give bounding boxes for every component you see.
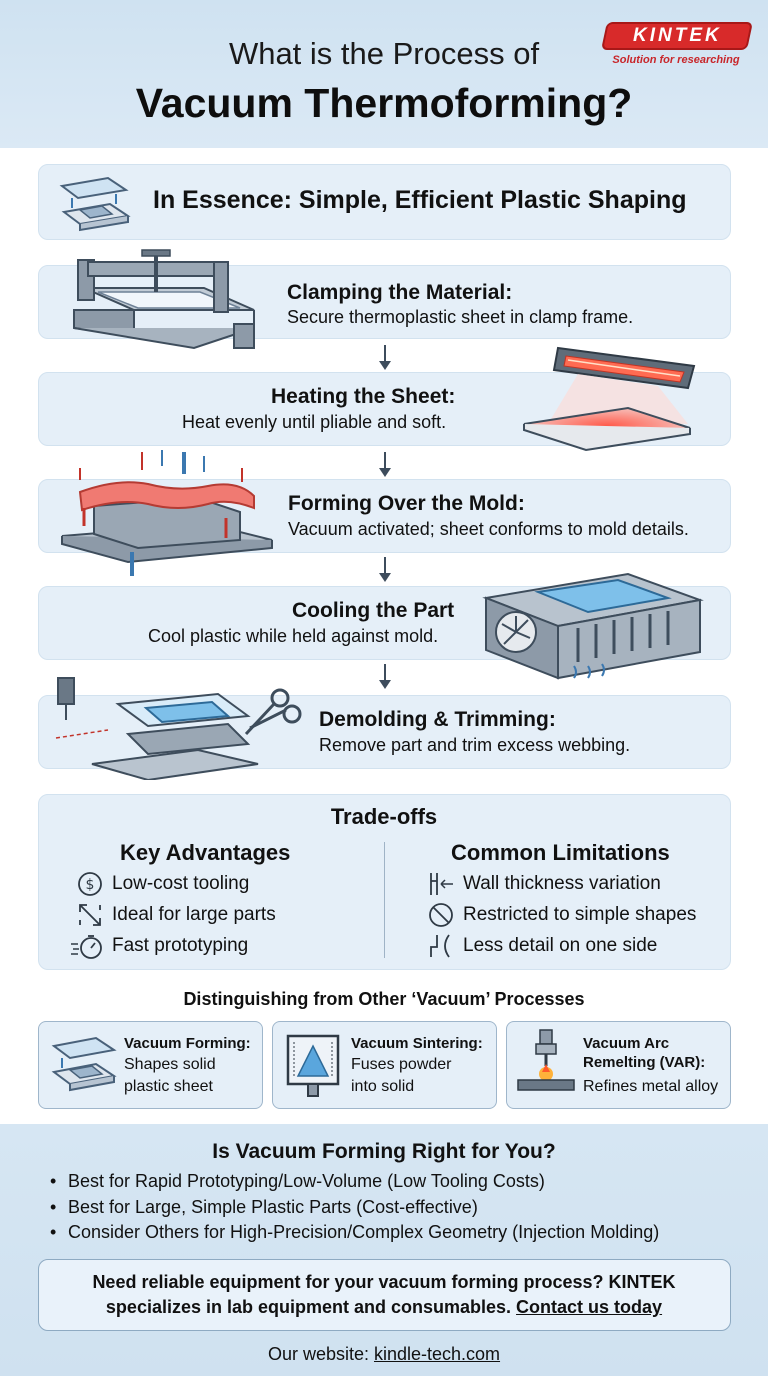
fit-bullet: Best for Rapid Prototyping/Low-Volume (L… xyxy=(50,1171,545,1192)
distinguishing-title: Distinguishing from Other ‘Vacuum’ Proce… xyxy=(183,989,585,1009)
advantage-item: Ideal for large parts xyxy=(112,904,276,925)
arrow-down-icon xyxy=(379,557,391,582)
limitation-item: Less detail on one side xyxy=(463,935,658,956)
wall-thickness-icon xyxy=(430,873,453,895)
page-title-line1: What is the Process of xyxy=(228,36,540,71)
trimming-icon xyxy=(55,677,302,780)
step-4-desc: Cool plastic while held against mold. xyxy=(148,626,439,646)
stopwatch-icon xyxy=(71,935,102,959)
dollar-icon: $ xyxy=(78,872,102,896)
fit-bullet-text: Best for Rapid Prototyping/Low-Volume (L… xyxy=(68,1171,545,1191)
vacuum-forming-desc-2: plastic sheet xyxy=(124,1078,213,1095)
step-1-desc: Secure thermoplastic sheet in clamp fram… xyxy=(287,307,634,327)
vacuum-forming-desc-1: Shapes solid xyxy=(124,1056,216,1073)
website-link[interactable]: kindle-tech.com xyxy=(373,1344,501,1364)
limitation-item: Wall thickness variation xyxy=(463,873,661,894)
step-5-desc: Remove part and trim excess webbing. xyxy=(319,735,631,755)
logo-text: KINTEK xyxy=(632,25,722,46)
bottom-section xyxy=(0,1124,768,1376)
vacuum-sintering-desc-2: into solid xyxy=(351,1078,415,1095)
website-line: Our website: kindle-tech.com xyxy=(0,1344,768,1365)
cta-text: Need reliable equipment for your vacuum … xyxy=(50,1270,718,1320)
tradeoffs-divider xyxy=(384,842,385,958)
vacuum-forming-card xyxy=(38,1021,263,1109)
arrow-down-icon xyxy=(379,452,391,477)
fit-bullet: Best for Large, Simple Plastic Parts (Co… xyxy=(50,1197,478,1218)
vacuum-sintering-desc-1: Fuses powder xyxy=(351,1056,452,1073)
cta-line1: Need reliable equipment for your vacuum … xyxy=(92,1272,676,1292)
vacuum-forming-title: Vacuum Forming: xyxy=(124,1035,251,1052)
step-2-title: Heating the Sheet: xyxy=(271,385,456,408)
essence-heading: In Essence: Simple, Efficient Plastic Sh… xyxy=(153,186,687,214)
fit-bullet: Consider Others for High-Precision/Compl… xyxy=(50,1222,659,1243)
var-desc: Refines metal alloy xyxy=(583,1078,719,1095)
limitations-title: Common Limitations xyxy=(451,840,670,865)
advantages-title: Key Advantages xyxy=(120,840,291,865)
fit-title: Is Vacuum Forming Right for You? xyxy=(212,1140,556,1163)
advantage-item: Fast prototyping xyxy=(112,935,249,956)
fit-bullet-text: Consider Others for High-Precision/Compl… xyxy=(68,1222,660,1242)
prohibited-icon xyxy=(429,903,453,927)
one-side-detail-icon xyxy=(430,934,450,958)
cooling-fan-icon xyxy=(482,572,704,680)
vacuum-mold-icon xyxy=(61,450,273,576)
contact-link[interactable]: Contact us today xyxy=(516,1297,663,1317)
fit-bullet-text: Best for Large, Simple Plastic Parts (Co… xyxy=(68,1197,478,1217)
arc-remelting-icon xyxy=(517,1029,575,1091)
tradeoffs-title: Trade-offs xyxy=(330,804,438,829)
svg-text:$: $ xyxy=(86,877,95,893)
vacuum-forming-icon xyxy=(51,1036,117,1092)
step-1-title: Clamping the Material: xyxy=(287,281,513,304)
step-2-desc: Heat evenly until pliable and soft. xyxy=(182,412,447,432)
sheet-forming-icon xyxy=(59,176,131,232)
advantage-item: Low-cost tooling xyxy=(112,873,250,894)
clamp-frame-icon xyxy=(73,249,255,350)
var-title-1: Vacuum Arc xyxy=(583,1035,670,1052)
logo-tagline: Solution for researching xyxy=(612,54,740,66)
sintering-furnace-icon xyxy=(286,1034,340,1097)
vacuum-sintering-title: Vacuum Sintering: xyxy=(351,1035,483,1052)
heater-icon xyxy=(523,346,696,452)
limitation-item: Restricted to simple shapes xyxy=(463,904,697,925)
arrow-down-icon xyxy=(379,345,391,370)
var-title-2: Remelting (VAR): xyxy=(583,1054,706,1071)
cta-line2-text: specializes in lab equipment and consuma… xyxy=(105,1297,517,1317)
arrow-down-icon xyxy=(379,664,391,689)
page-title-line2: Vacuum Thermoforming? xyxy=(135,80,633,126)
step-4-title: Cooling the Part xyxy=(292,599,455,622)
step-5-title: Demolding & Trimming: xyxy=(319,708,556,731)
cta-line2: specializes in lab equipment and consuma… xyxy=(50,1295,718,1320)
essence-card xyxy=(38,164,731,240)
expand-arrows-icon xyxy=(79,904,101,926)
step-3-title: Forming Over the Mold: xyxy=(288,492,525,515)
website-prefix: Our website: xyxy=(267,1344,374,1364)
cta-box xyxy=(38,1259,731,1331)
kintek-logo[interactable]: KINTEK xyxy=(601,22,753,50)
step-3-desc: Vacuum activated; sheet conforms to mold… xyxy=(288,519,689,539)
